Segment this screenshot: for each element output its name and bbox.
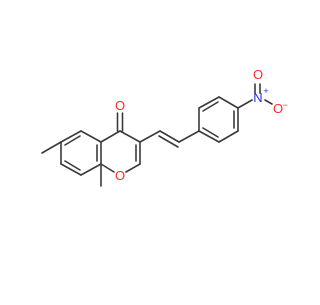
- bond-ar-5: [218, 130, 239, 143]
- bond-o1-c8a: [100, 163, 115, 173]
- bond-c8-c8a: [80, 163, 102, 176]
- nitro-nitrogen-charge: +: [263, 86, 268, 96]
- bond-ar-6: [198, 130, 220, 143]
- bond-n-o-right: [264, 99, 273, 105]
- bond-c7-c8-inner: [64, 160, 81, 171]
- bond-ar-3: [218, 96, 239, 109]
- bonds: [41, 83, 273, 187]
- bond-ar-6-inner: [202, 127, 219, 138]
- nitro-oxygen-right-label: O: [273, 101, 283, 116]
- bond-ar-2-inner: [202, 101, 219, 112]
- ketone-oxygen-label: O: [115, 98, 125, 113]
- bond-c7-c8: [60, 163, 82, 176]
- nitro-oxygen-top-label: O: [253, 67, 263, 82]
- atom-labels: O O N O O + −: [115, 67, 288, 183]
- bond-c5-c6-inner: [64, 135, 81, 146]
- bond-c5-c6: [60, 130, 82, 143]
- bond-c4-c3: [119, 130, 141, 143]
- bond-vinyl-ar: [178, 130, 200, 143]
- bond-c4a-c4: [100, 130, 121, 143]
- bond-c2-o1: [125, 163, 141, 173]
- bond-ar-2: [198, 96, 220, 109]
- ring-oxygen-label: O: [115, 168, 125, 183]
- bond-c4a-c5: [80, 130, 102, 143]
- nitro-oxygen-charge: −: [282, 100, 287, 110]
- structure-canvas: O O N O O + −: [41, 67, 288, 187]
- nitro-nitrogen-label: N: [253, 90, 262, 105]
- bond-ar-n: [237, 99, 253, 109]
- bond-vinyl-b: [158, 135, 179, 148]
- bond-c3-vinyl: [139, 130, 161, 143]
- molecule-drawing: O O N O O + −: [41, 67, 288, 187]
- bond-vinyl-a: [159, 130, 180, 143]
- bond-c6-methyl: [41, 141, 62, 154]
